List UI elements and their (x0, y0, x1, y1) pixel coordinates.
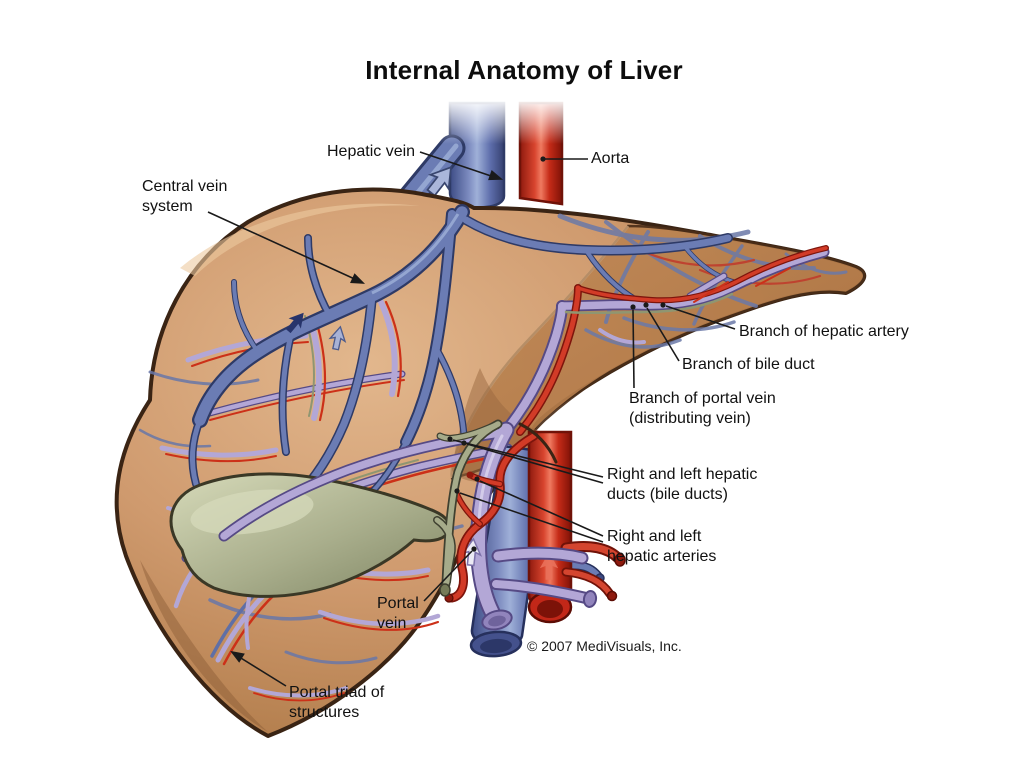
label-text: vein (377, 615, 407, 632)
portal-vein-trunk (224, 430, 598, 631)
aorta-vessel-bottom (527, 430, 626, 624)
label-text: Aorta (591, 150, 630, 167)
vessel-top-fade (438, 98, 574, 144)
label-text: Branch of bile duct (682, 356, 815, 373)
label-text: Branch of portal vein (629, 390, 776, 407)
portal-vein-branch-band (508, 252, 824, 428)
label-branch-bile-duct: Branch of bile duct (682, 355, 815, 375)
label-hepatic-arteries: Right and left hepatic arteries (607, 527, 716, 567)
diagram-title: Internal Anatomy of Liver (365, 55, 683, 85)
label-text: hepatic arteries (607, 548, 717, 565)
label-text: Branch of hepatic artery (739, 323, 909, 340)
label-text: system (142, 198, 193, 215)
label-text: (distributing vein) (629, 410, 751, 427)
flow-arrow-aorta-icon (539, 552, 559, 580)
flow-arrow-dark-icon (285, 312, 304, 334)
label-text: structures (289, 704, 360, 721)
label-hepatic-vein: Hepatic vein (327, 142, 415, 162)
flow-arrow-hepatic-vein-icon (426, 166, 452, 197)
label-hepatic-ducts: Right and left hepatic ducts (bile ducts… (607, 465, 757, 505)
label-text: Portal (377, 595, 419, 612)
label-text: Portal triad of (289, 684, 385, 701)
label-text: ducts (bile ducts) (607, 486, 728, 503)
copyright-notice: © 2007 MediVisuals, Inc. (527, 638, 682, 654)
central-vein-highlight (371, 213, 460, 295)
label-central-vein-system: Central vein system (142, 177, 227, 217)
liver-top-highlight (180, 203, 420, 276)
hepatic-artery-branch-band (520, 248, 826, 432)
leader-lines (207, 151, 736, 687)
label-aorta: Aorta (591, 149, 629, 169)
bile-duct-branch-band (564, 292, 734, 315)
label-text: Right and left hepatic (607, 466, 758, 483)
label-text: Central vein (142, 178, 228, 195)
label-portal-vein: Portal vein (377, 594, 419, 634)
label-text: Right and left (607, 528, 702, 545)
liver-notch-edge (518, 422, 558, 464)
label-branch-hepatic-artery: Branch of hepatic artery (739, 322, 909, 342)
flow-arrow-light-icon (328, 325, 347, 351)
bile-duct-trunk (437, 424, 498, 597)
label-branch-portal-vein: Branch of portal vein (distributing vein… (629, 389, 776, 429)
label-text: Hepatic vein (327, 143, 416, 160)
label-portal-triad: Portal triad of structures (289, 683, 384, 723)
